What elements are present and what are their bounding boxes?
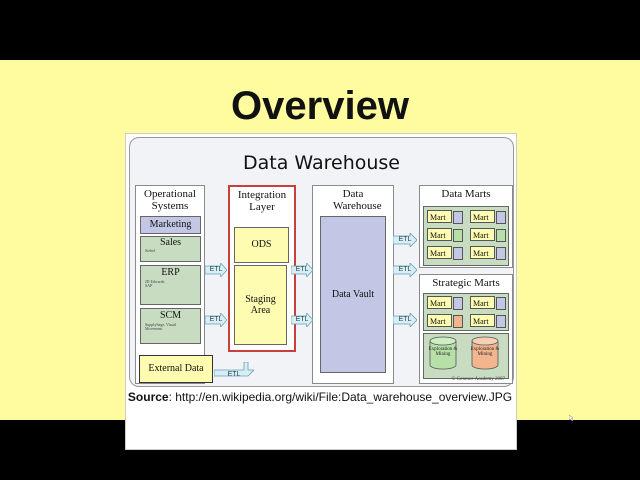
etl-label: ETL [209,316,223,323]
etl-arrow: ETL [393,313,417,327]
etl-label: ETL [398,236,412,243]
source-scm: SCM SupplySage, Visual Movement [140,308,201,344]
exploration-mining-label-2: Exploration & Mining [470,347,500,357]
mart-box: Mart [470,210,495,223]
mart-box: Mart [470,314,495,327]
exploration-mining-cylinder-1: Exploration & Mining [428,336,458,370]
source-erp-label: ERP [161,267,180,278]
source-sales: Sales Siebel [140,236,201,262]
etl-label: ETL [398,316,412,323]
etl-label: ETL [295,316,309,323]
mart-box: Mart [427,246,452,259]
slide: Overview Data Warehouse Operational Syst… [0,60,640,450]
etl-arrow: ETL [393,233,417,247]
source-marketing-label: Marketing [149,219,192,230]
mart-cube-icon [496,247,506,260]
data-warehouse-column: Data Warehouse Data Vault [312,185,394,384]
integration-layer-title: Integration Layer [237,189,287,213]
copyright-note: © Genesee Academy 2007 [451,377,505,382]
etl-label: ETL [227,371,241,378]
mart-box: Mart [427,228,452,241]
mart-box: Mart [427,296,452,309]
data-warehouse-diagram: Data Warehouse Operational Systems Marke… [125,133,517,450]
exploration-mining-cylinder-2: Exploration & Mining [470,336,500,370]
data-vault-box: Data Vault [320,216,386,373]
source-external-data: External Data [139,355,213,383]
mart-cube-icon [453,247,463,260]
mart-cube-icon [496,297,506,310]
source-sales-sublabel: Siebel [145,248,155,253]
etl-arrow: ETL [291,313,313,327]
operational-systems-title: Operational Systems [144,188,196,212]
ods-box: ODS [234,227,289,263]
slide-title: Overview [231,84,409,128]
data-marts-title: Data Marts [441,188,491,200]
source-caption: Source: http://en.wikipedia.org/wiki/Fil… [0,390,640,404]
source-sales-label: Sales [159,237,182,248]
mart-box: Mart [427,314,452,327]
exploration-mining-label-1: Exploration & Mining [428,347,458,357]
mart-cube-icon [453,315,463,328]
mart-box: Mart [470,296,495,309]
etl-arrow: ETL [393,263,417,277]
source-erp-sublabel: JD Edwards SAP [145,279,165,288]
mart-box: Mart [470,228,495,241]
ods-label: ODS [251,239,272,250]
mart-cube-icon [453,297,463,310]
source-scm-label: SCM [159,310,182,321]
mart-cube-icon [496,211,506,224]
source-marketing: Marketing [140,216,201,234]
mart-cube-icon [453,211,463,224]
etl-arrow: ETL [205,263,227,277]
diagram-frame: Data Warehouse Operational Systems Marke… [129,137,514,387]
etl-label: ETL [209,266,223,273]
etl-label: ETL [295,266,309,273]
strategic-marts-title: Strategic Marts [432,277,500,289]
operational-systems-column: Operational Systems Marketing Sales Sieb… [135,185,205,384]
mart-cube-icon [496,229,506,242]
source-erp: ERP JD Edwards SAP [140,265,201,305]
etl-label: ETL [398,266,412,273]
data-vault-label: Data Vault [331,289,375,300]
data-warehouse-column-title: Data Warehouse [333,188,382,212]
source-scm-sublabel: SupplySage, Visual Movement [145,322,177,331]
mart-cube-icon [496,315,506,328]
diagram-title: Data Warehouse [242,152,400,174]
mart-box: Mart [427,210,452,223]
source-url: : http://en.wikipedia.org/wiki/File:Data… [168,390,513,404]
mart-cube-icon [453,229,463,242]
strategic-marts-column: Strategic Marts [419,274,513,384]
mart-box: Mart [470,246,495,259]
integration-layer-column: Integration Layer ODS Staging Area [228,185,296,352]
external-data-label: External Data [148,363,204,374]
staging-area-label: Staging Area [245,294,276,316]
etl-arrow-external: ETL [214,362,254,380]
mouse-cursor-icon [569,415,573,421]
source-label: Source [127,390,169,404]
etl-arrow: ETL [205,313,227,327]
etl-arrow: ETL [291,263,313,277]
staging-area-box: Staging Area [234,265,287,345]
